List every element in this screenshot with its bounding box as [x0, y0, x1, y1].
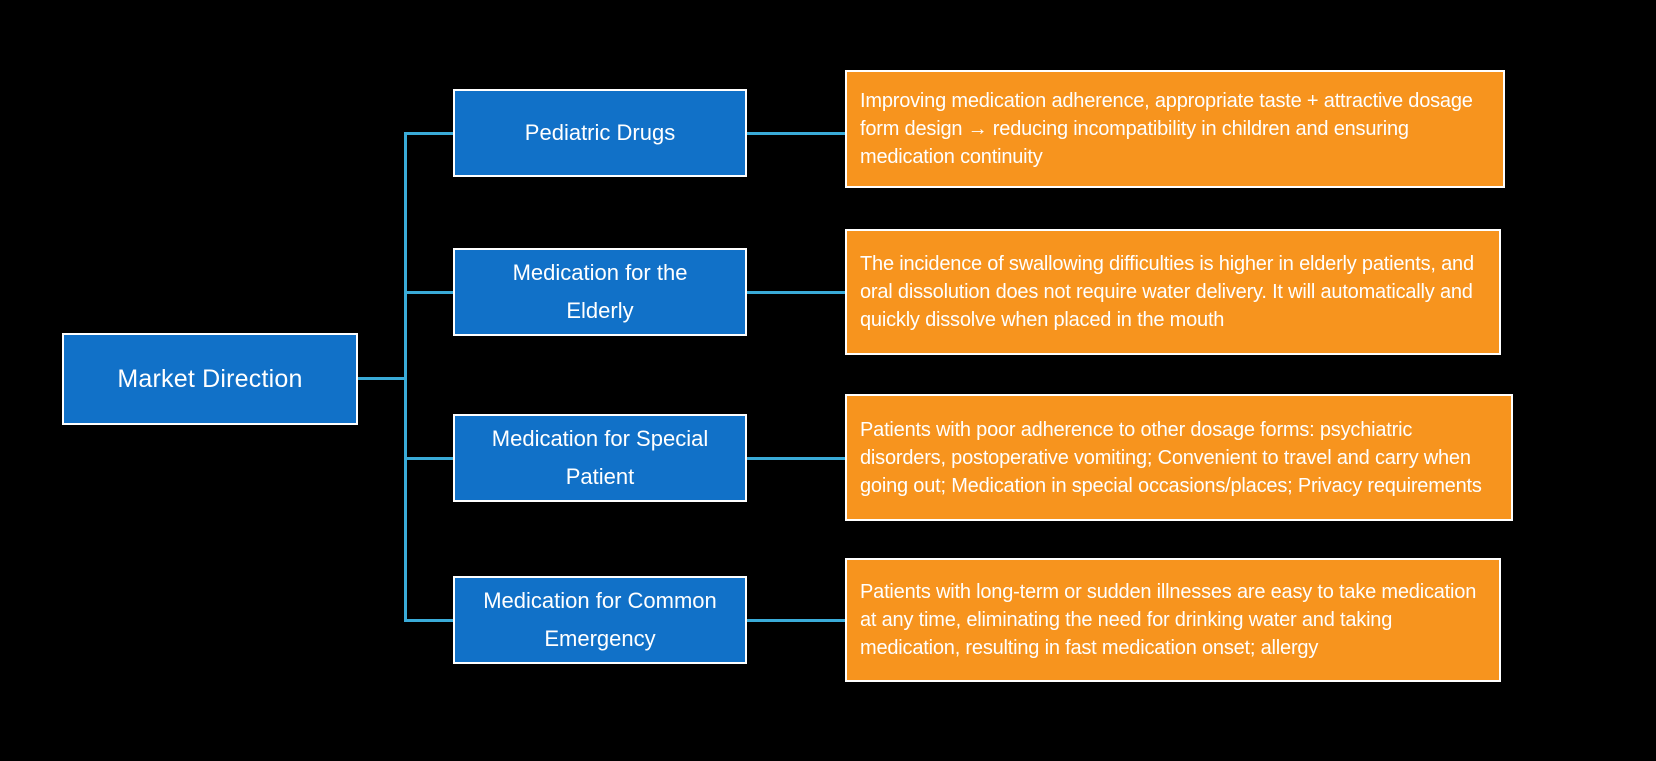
branch-3-stub-line [406, 457, 453, 460]
description-text: Improving medication adherence, appropri… [860, 90, 1473, 168]
branch-node-pediatric-drugs: Pediatric Drugs [453, 89, 747, 177]
description-box-medication-special-patient: Patients with poor adherence to other do… [845, 394, 1513, 521]
description-text: Patients with poor adherence to other do… [860, 418, 1482, 497]
branch-node-medication-common-emergency: Medication for Common Emergency [453, 576, 747, 664]
branch-4-stub-line [406, 619, 453, 622]
description-text: Patients with long-term or sudden illnes… [860, 581, 1477, 659]
branch-node-label: Medication for the Elderly [512, 260, 688, 323]
branch-4-description-line [747, 619, 845, 622]
branch-1-stub-line [406, 132, 453, 135]
branch-node-label: Medication for Special Patient [491, 426, 709, 489]
branch-node-medication-special-patient: Medication for Special Patient [453, 414, 747, 502]
branch-node-medication-elderly: Medication for the Elderly [453, 248, 747, 336]
branch-2-stub-line [406, 291, 453, 294]
branch-2-description-line [747, 291, 845, 294]
branch-3-description-line [747, 457, 845, 460]
description-text: The incidence of swallowing difficulties… [860, 253, 1474, 331]
description-box-pediatric-drugs: Improving medication adherence, appropri… [845, 70, 1505, 188]
root-connector-line [358, 377, 406, 380]
branch-node-label: Medication for Common Emergency [483, 588, 717, 651]
branch-1-description-line [747, 132, 845, 135]
root-node-market-direction: Market Direction [62, 333, 358, 425]
description-box-medication-common-emergency: Patients with long-term or sudden illnes… [845, 558, 1501, 682]
branch-node-label: Pediatric Drugs [524, 120, 676, 146]
description-box-medication-elderly: The incidence of swallowing difficulties… [845, 229, 1501, 355]
root-node-label: Market Direction [117, 364, 303, 393]
